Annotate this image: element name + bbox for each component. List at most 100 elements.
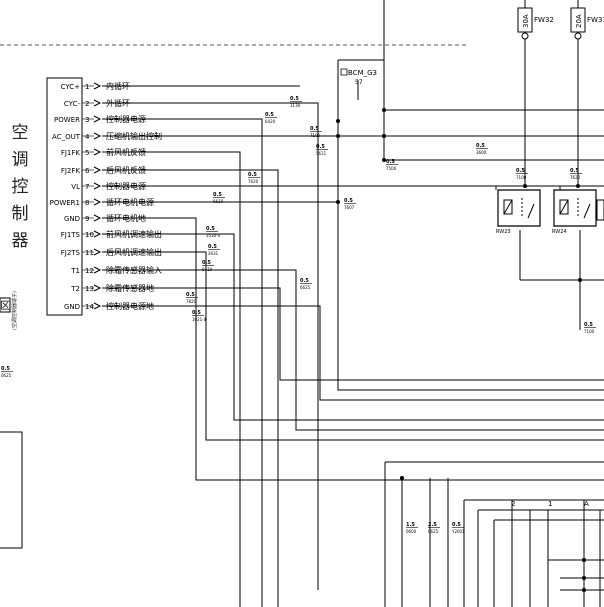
junction-dot [578, 278, 582, 282]
wire-pin-11 [102, 252, 604, 440]
wire-code: 3530-II [206, 233, 220, 238]
wire-gauge: 0.5 [516, 168, 525, 174]
pin-number: 8 [85, 199, 89, 207]
pin-description: 后风机反馈 [106, 165, 146, 175]
pin-signal: CYC+ [61, 83, 81, 91]
relay-name: RW24 [552, 229, 567, 235]
relay-coil-icon [560, 200, 568, 214]
pin-arrow-icon [94, 267, 100, 273]
wire-code: 0625 [428, 529, 439, 534]
wire-gauge: 0.5 [248, 172, 257, 178]
connector-icon [341, 69, 347, 75]
pin-arrow-icon [94, 303, 100, 309]
wire-tag-group: 0.511300.564200.571000.556110.575000.536… [1, 96, 596, 534]
pin-description: 前风机调速输出 [106, 229, 162, 239]
junction-dots [336, 108, 586, 592]
wire-gauge: 2.5 [428, 522, 437, 528]
wire-gauge: 0.5 [192, 310, 201, 316]
pin-arrow-icon [94, 116, 100, 122]
wire-code: 7100 [310, 133, 321, 138]
pin-number: 13 [85, 285, 94, 293]
wire-code: 5611 [316, 151, 327, 156]
wire-gauge: 0.5 [208, 244, 217, 250]
pin-arrow-icon [94, 231, 100, 237]
pin-description: 循环电机电源 [106, 197, 154, 207]
pin-arrow-icon [94, 215, 100, 221]
junction-dot [582, 576, 586, 580]
pin-signal: FJ1FK [61, 149, 81, 157]
junction-dot [336, 134, 340, 138]
junction-dot [382, 108, 386, 112]
lower-pin-label: 2 [511, 500, 515, 508]
pin-signal: GND [64, 303, 80, 311]
junction-dot [382, 134, 386, 138]
wire-code: 7100 [516, 175, 527, 180]
pin-arrow-icon [94, 83, 100, 89]
lower-pin-label: 1 [548, 500, 552, 508]
pin-signal: T2 [70, 285, 80, 293]
pin-description: 除霜传感器输入 [106, 265, 162, 275]
pin-arrow-icon [94, 167, 100, 173]
pin-number: 2 [85, 100, 89, 108]
relay-switch-icon [584, 204, 590, 218]
pin-number: 11 [85, 249, 94, 257]
module-small-text: (空调控制器端子) [11, 291, 18, 330]
pin-description: 控制器电源地 [106, 301, 154, 311]
wire-code: 7607 [344, 205, 355, 210]
wire-pin-5 [102, 152, 240, 607]
module-title-char: 制 [12, 204, 29, 224]
pin-arrow-icon [94, 249, 100, 255]
module-title-char: 控 [12, 177, 29, 197]
wire-code: Y2001 [451, 529, 465, 534]
wire-pin-2 [102, 103, 318, 590]
wire-gauge: 0.5 [265, 112, 274, 118]
connector-pin: 57 [355, 79, 363, 86]
module-title-char: 调 [12, 150, 29, 170]
junction-dot [582, 558, 586, 562]
wire-gauge: 0.5 [344, 198, 353, 204]
pin-description: 循环电机地 [106, 213, 146, 223]
wire-code: 7620 [570, 175, 581, 180]
wire-gauge: 0.5 [476, 143, 485, 149]
pin-description: 控制器电源 [106, 114, 146, 124]
pin-number: 4 [85, 133, 90, 141]
wire-code: 6410 [202, 267, 213, 272]
pin-description: 内循环 [106, 81, 130, 91]
pin-number: 6 [85, 167, 90, 175]
fuse-rating: 20A [575, 14, 583, 28]
fuse-name: FW32 [534, 16, 554, 24]
junction-dot [582, 588, 586, 592]
wire-gauge: 0.5 [310, 126, 319, 132]
wire-code: 1021-II [192, 317, 206, 322]
pin-description: 压缩机输出控制 [106, 131, 162, 141]
wire-gauge: 0.5 [300, 278, 309, 284]
wire-code: 7820 [186, 299, 197, 304]
junction-dot [400, 476, 404, 480]
wire-pin-8 [102, 202, 604, 390]
relay-coil-icon [504, 200, 512, 214]
wire-gauge: 0.5 [202, 260, 211, 266]
wire-code: 3600 [476, 150, 487, 155]
wire-code: 6625 [300, 285, 311, 290]
pin-arrow-icon [94, 149, 100, 155]
fuse-rating: 30A [522, 14, 530, 28]
wire-gauge: 0.5 [316, 144, 325, 150]
bcm-connector: BCM_G3 57 [341, 69, 377, 86]
module-title-char: 空 [12, 123, 29, 143]
pin-signal: VL [71, 183, 80, 191]
pin-description: 后风机调速输出 [106, 247, 162, 257]
pin-arrow-icon [94, 100, 100, 106]
wire-gauge: 1.5 [406, 522, 415, 528]
pin-signal: T1 [70, 267, 80, 275]
wire-gauge: 0.5 [206, 226, 215, 232]
wire-code: 0600 [406, 529, 417, 534]
junction-dot [382, 158, 386, 162]
pin-number: 5 [85, 149, 89, 157]
pin-number: 1 [85, 83, 89, 91]
pin-number: 10 [85, 231, 94, 239]
wire-pin-13 [102, 288, 604, 380]
